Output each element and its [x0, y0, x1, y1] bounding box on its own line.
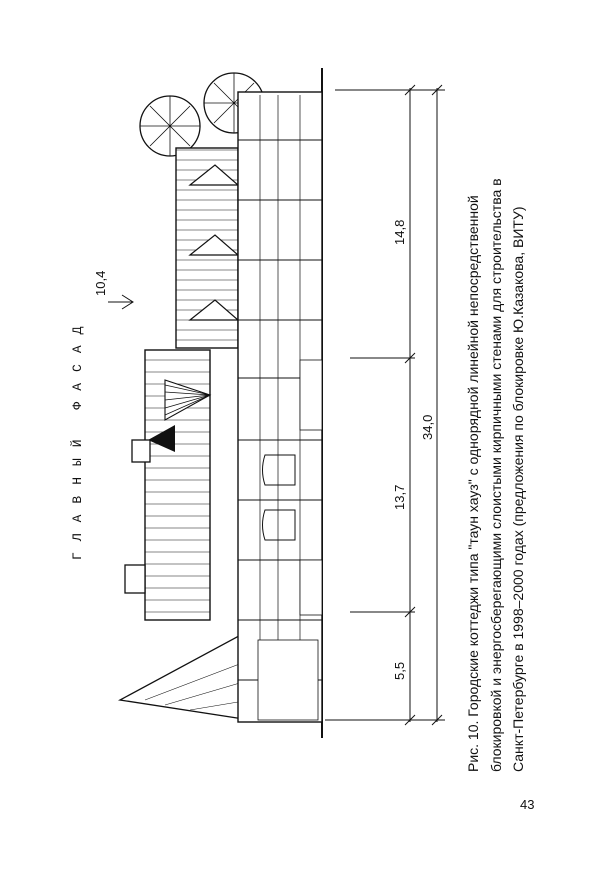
- page-number: 43: [520, 797, 535, 812]
- caption-line: Санкт-Петербурге в 1998–2000 годах (пред…: [510, 206, 526, 772]
- caption-line: блокировкой и энергосберегающими слоисты…: [487, 178, 504, 772]
- caption-line: Рис. 10. Городские коттеджи типа "таун х…: [465, 195, 481, 772]
- building-roof: [117, 147, 251, 721]
- dimension-label-5-5: 5,5: [392, 662, 407, 680]
- figure-caption: Рис. 10. Городские коттеджи типа "таун х…: [462, 72, 530, 772]
- building-facade: [237, 91, 323, 723]
- dimension-label-13-7: 13,7: [392, 485, 407, 510]
- dimension-label-14-8: 14,8: [392, 220, 407, 245]
- height-mark-label: 10,4: [93, 271, 108, 296]
- facade-title: ГЛАВНЫЙ ФАСАД: [70, 315, 85, 560]
- dimension-label-total: 34,0: [420, 415, 435, 440]
- dimension-lines: [108, 84, 445, 726]
